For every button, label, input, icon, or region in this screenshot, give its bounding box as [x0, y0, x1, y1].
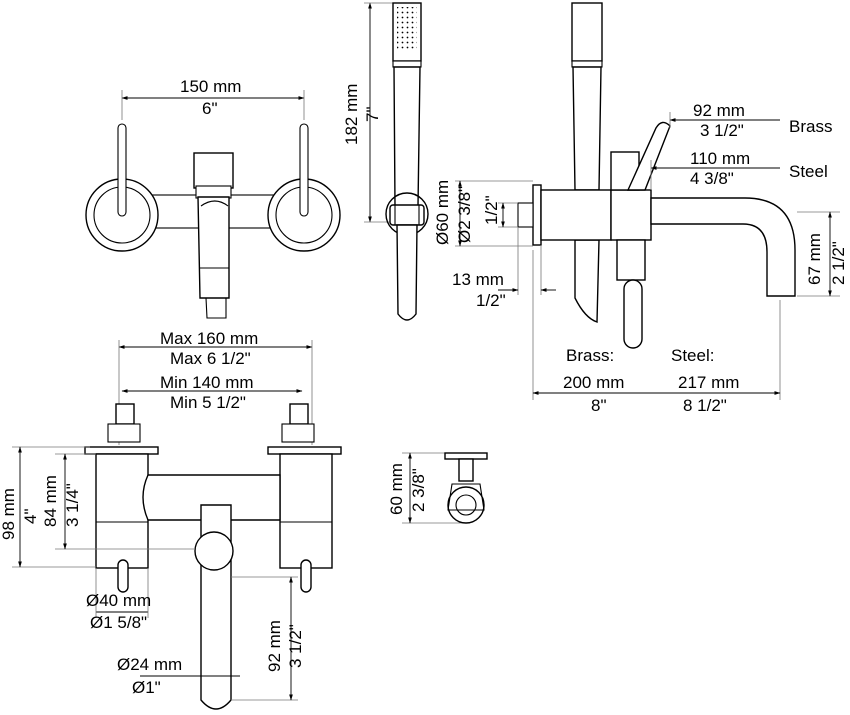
- steel-length-mm: 217 mm: [678, 373, 740, 392]
- min-spacing-mm: Min 140 mm: [160, 373, 254, 392]
- rosette-diameter-mm: Ø60 mm: [433, 179, 452, 245]
- exposed-mixer-front-view: [12, 340, 342, 710]
- max-spacing-in: Max 6 1/2": [170, 349, 251, 368]
- steel-heading: Steel:: [671, 346, 715, 365]
- spout-drop-in: 2 1/2": [829, 241, 848, 285]
- hose-holder-drawing: [402, 452, 488, 524]
- steel-reach-mm: 110 mm: [690, 149, 751, 168]
- body-diameter-in: Ø1 5/8": [90, 613, 148, 632]
- steel-material-label: Steel: [789, 162, 828, 181]
- hand-shower-length-mm: 182 mm: [342, 83, 361, 145]
- holder-size-in: 2 3/8": [409, 468, 428, 512]
- brass-heading: Brass:: [566, 346, 615, 365]
- brass-reach-in: 3 1/2": [700, 121, 744, 140]
- spout-diameter-in: Ø1": [132, 678, 161, 697]
- spout-drop-mm: 67 mm: [805, 233, 824, 285]
- front-width-in: 6": [202, 99, 218, 118]
- hand-shower-drawing: [364, 2, 429, 321]
- spout-length-in: 3 1/2": [286, 624, 305, 668]
- wall-mixer-front-view: [85, 90, 341, 319]
- body-diameter-mm: Ø40 mm: [86, 591, 152, 610]
- rosette-diameter-in: Ø2 3/8": [455, 185, 474, 243]
- min-spacing-in: Min 5 1/2": [170, 393, 246, 412]
- spout-length-mm: 92 mm: [265, 620, 284, 672]
- thread-size: 1/2": [482, 195, 501, 225]
- brass-length-in: 8": [591, 396, 607, 415]
- wall-depth-in: 1/2": [476, 291, 506, 310]
- max-spacing-mm: Max 160 mm: [160, 329, 259, 348]
- body-height-mm: 84 mm: [41, 475, 60, 527]
- steel-reach-in: 4 3/8": [690, 169, 734, 188]
- hand-shower-length-in: 7": [363, 106, 382, 123]
- holder-size-mm: 60 mm: [387, 463, 406, 515]
- steel-length-in: 8 1/2": [683, 396, 727, 415]
- spout-diameter-mm: Ø24 mm: [117, 655, 183, 674]
- total-height-mm: 98 mm: [0, 488, 18, 540]
- wall-depth-mm: 13 mm: [452, 270, 504, 289]
- body-height-in: 3 1/4": [63, 483, 82, 527]
- brass-material-label: Brass: [789, 117, 833, 136]
- brass-reach-mm: 92 mm: [693, 101, 745, 120]
- mixer-side-view: [455, 2, 840, 400]
- total-height-in: 4": [21, 508, 40, 525]
- brass-length-mm: 200 mm: [563, 373, 625, 392]
- front-width-mm: 150 mm: [180, 77, 242, 96]
